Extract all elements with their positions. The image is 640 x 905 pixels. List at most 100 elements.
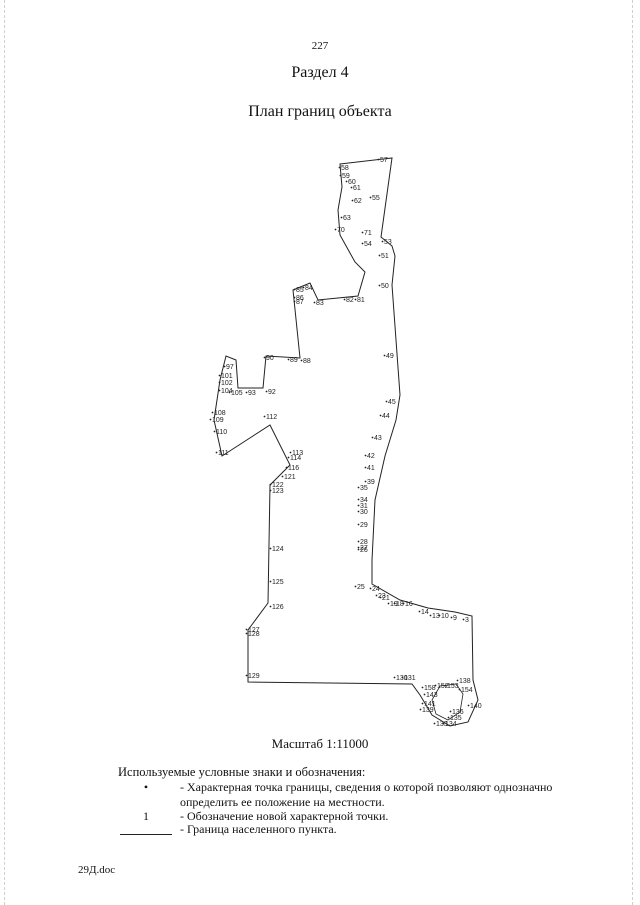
point-label: 131 <box>404 675 416 682</box>
boundary-point-dot <box>421 686 424 689</box>
boundary-point-dot <box>401 676 404 679</box>
boundary-point-dot <box>357 510 360 513</box>
point-label: 139 <box>422 707 434 714</box>
boundary-point-dot <box>263 415 266 418</box>
boundary-point-dot <box>385 400 388 403</box>
point-label: 112 <box>266 414 277 421</box>
boundary-point-dot <box>343 298 346 301</box>
legend-point-line2: определить ее положение на местности. <box>180 795 385 809</box>
point-label: 9 <box>453 615 457 622</box>
point-label: 90 <box>266 355 274 362</box>
settlement-boundary <box>213 157 479 727</box>
section-title: Раздел 4 <box>291 64 349 81</box>
boundary-point-dot <box>449 710 452 713</box>
page-number: 227 <box>311 40 329 52</box>
point-label: 71 <box>364 230 372 237</box>
boundary-point-dot <box>334 228 337 231</box>
point-label: 59 <box>342 173 350 180</box>
boundary-point-dot <box>245 628 248 631</box>
point-label: 104 <box>221 388 233 395</box>
boundary-point-dot <box>300 359 303 362</box>
boundary-point-dot <box>215 451 218 454</box>
point-label: 85 <box>296 287 304 294</box>
boundary-point-dot <box>269 547 272 550</box>
boundary-point-dot <box>211 411 214 414</box>
point-label: 111 <box>218 450 229 457</box>
boundary-point-dot <box>361 242 364 245</box>
legend-point-line1: - Характерная точка границы, сведения о … <box>180 780 553 794</box>
boundary-point-dot <box>302 286 305 289</box>
point-label: 143 <box>426 692 438 699</box>
boundary-point-dot <box>223 365 226 368</box>
point-label: 116 <box>288 465 299 472</box>
boundary-point-dot <box>245 632 248 635</box>
point-label: 93 <box>248 390 256 397</box>
point-label: 152 <box>437 683 449 690</box>
boundary-point-dot <box>218 381 221 384</box>
point-label: 21 <box>382 595 390 602</box>
point-label: 153 <box>447 683 459 690</box>
boundary-point-dot <box>293 300 296 303</box>
point-label: 13 <box>432 613 440 620</box>
point-label: 126 <box>272 604 284 611</box>
boundary-point-dot <box>423 693 426 696</box>
point-label: 24 <box>372 586 380 593</box>
boundary-point-dot <box>357 546 360 549</box>
point-label: 62 <box>354 198 362 205</box>
boundary-point-dot <box>369 587 372 590</box>
point-label: 121 <box>284 474 296 481</box>
point-label: 101 <box>221 373 233 380</box>
boundary-point-dot <box>381 240 384 243</box>
point-label: 25 <box>357 584 365 591</box>
legend-heading: Используемые условные знаки и обозначени… <box>118 765 366 779</box>
sub-loop <box>431 683 464 721</box>
point-label: 158 <box>424 685 436 692</box>
boundary-point-dot <box>357 523 360 526</box>
boundary-point-dot <box>371 436 374 439</box>
boundary-point-dot <box>361 231 364 234</box>
boundary-point-dot <box>345 180 348 183</box>
point-label: 10 <box>441 613 449 620</box>
boundary-point-dot <box>357 486 360 489</box>
plan-title: План границ объекта <box>248 103 392 120</box>
point-label: 82 <box>346 297 354 304</box>
boundary-point-dot <box>393 602 396 605</box>
boundary-point-dot <box>269 580 272 583</box>
boundary-point-dot <box>263 356 266 359</box>
boundary-point-dot <box>434 684 437 687</box>
point-label: 61 <box>353 185 361 192</box>
point-label: 54 <box>364 241 372 248</box>
point-label: 136 <box>452 709 464 716</box>
boundary-point-dot <box>462 618 465 621</box>
boundary-point-dot <box>378 254 381 257</box>
point-label: 113 <box>292 450 303 457</box>
point-label: 39 <box>367 479 375 486</box>
boundary-point-dot <box>228 391 231 394</box>
point-label: 97 <box>226 364 234 371</box>
point-label: 31 <box>360 503 368 510</box>
point-label: 129 <box>248 673 260 680</box>
point-label: 43 <box>374 435 382 442</box>
boundary-point-dot <box>369 196 372 199</box>
point-label: 57 <box>380 157 388 164</box>
point-label: 140 <box>470 703 482 710</box>
point-label: 81 <box>357 297 365 304</box>
boundary-point-dot <box>379 414 382 417</box>
point-label: 135 <box>450 715 462 722</box>
legend-point-text: - Характерная точка границы, сведения о … <box>180 780 552 810</box>
boundary-point-dot <box>339 174 342 177</box>
point-label: 51 <box>381 253 389 260</box>
point-label: 110 <box>216 429 227 436</box>
point-label: 55 <box>372 195 380 202</box>
point-label: 124 <box>272 546 284 553</box>
boundary-point-dot <box>378 284 381 287</box>
boundary-point-dot <box>364 466 367 469</box>
point-label: 60 <box>348 179 356 186</box>
point-label: 109 <box>212 417 224 424</box>
point-label: 35 <box>360 485 368 492</box>
point-label: 105 <box>231 390 243 397</box>
point-label: 44 <box>382 413 390 420</box>
boundary-point-dot <box>213 430 216 433</box>
boundary-point-dot <box>364 480 367 483</box>
